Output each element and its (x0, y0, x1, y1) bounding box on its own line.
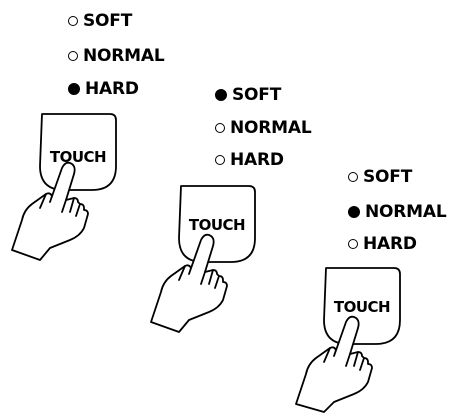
hand-detail-line (61, 199, 67, 213)
option-normal[interactable]: NORMAL (215, 117, 312, 139)
touch-button[interactable] (178, 185, 256, 263)
option-label: HARD (363, 234, 417, 254)
hand-detail-line (39, 193, 47, 209)
touch-panel-3: SOFT NORMAL HARD TOUCH (295, 166, 467, 417)
hand-detail-line (200, 271, 206, 285)
radio-indicator-icon (215, 155, 225, 165)
hand-detail-line (69, 197, 75, 213)
option-label: SOFT (83, 11, 133, 31)
option-normal[interactable]: NORMAL (68, 45, 165, 67)
option-soft[interactable]: SOFT (215, 84, 281, 106)
radio-indicator-icon (68, 51, 78, 61)
option-label: SOFT (363, 167, 413, 187)
touch-button-label: TOUCH (334, 298, 390, 316)
option-soft[interactable]: SOFT (348, 166, 412, 188)
hand-detail-line (75, 203, 81, 217)
option-normal[interactable]: NORMAL (348, 201, 447, 223)
touch-key-illustration: TOUCH (11, 113, 117, 261)
option-label: NORMAL (83, 46, 165, 66)
radio-indicator-icon (215, 123, 225, 133)
radio-selected-icon (68, 83, 80, 95)
option-hard[interactable]: HARD (215, 149, 284, 171)
option-label: HARD (230, 150, 284, 170)
option-label: SOFT (232, 85, 282, 105)
option-hard[interactable]: HARD (68, 78, 139, 100)
touch-key-illustration: TOUCH (150, 185, 256, 333)
radio-indicator-icon (68, 16, 78, 26)
touch-button-label: TOUCH (50, 148, 106, 166)
touch-button[interactable] (39, 113, 117, 191)
radio-indicator-icon (348, 172, 358, 182)
option-label: NORMAL (230, 118, 312, 138)
radio-selected-icon (348, 206, 360, 218)
radio-selected-icon (215, 89, 227, 101)
hand-detail-line (214, 275, 220, 289)
option-hard[interactable]: HARD (348, 233, 417, 255)
option-label: NORMAL (365, 202, 447, 222)
hand-detail-line (208, 269, 214, 285)
touch-button[interactable] (323, 267, 401, 345)
hand-detail-line (178, 265, 186, 281)
touch-panel-2: SOFT NORMAL HARD TOUCH (150, 84, 345, 339)
touch-key-illustration: TOUCH (295, 267, 401, 413)
option-soft[interactable]: SOFT (68, 10, 132, 32)
option-label: HARD (85, 79, 139, 99)
hand-detail-line (359, 357, 365, 371)
touch-panel-1: SOFT NORMAL HARD TOUCH (11, 10, 198, 265)
hand-detail-line (323, 347, 331, 363)
hand-detail-line (345, 353, 351, 367)
radio-indicator-icon (348, 239, 358, 249)
touch-button-label: TOUCH (189, 216, 245, 234)
hand-detail-line (353, 351, 359, 367)
